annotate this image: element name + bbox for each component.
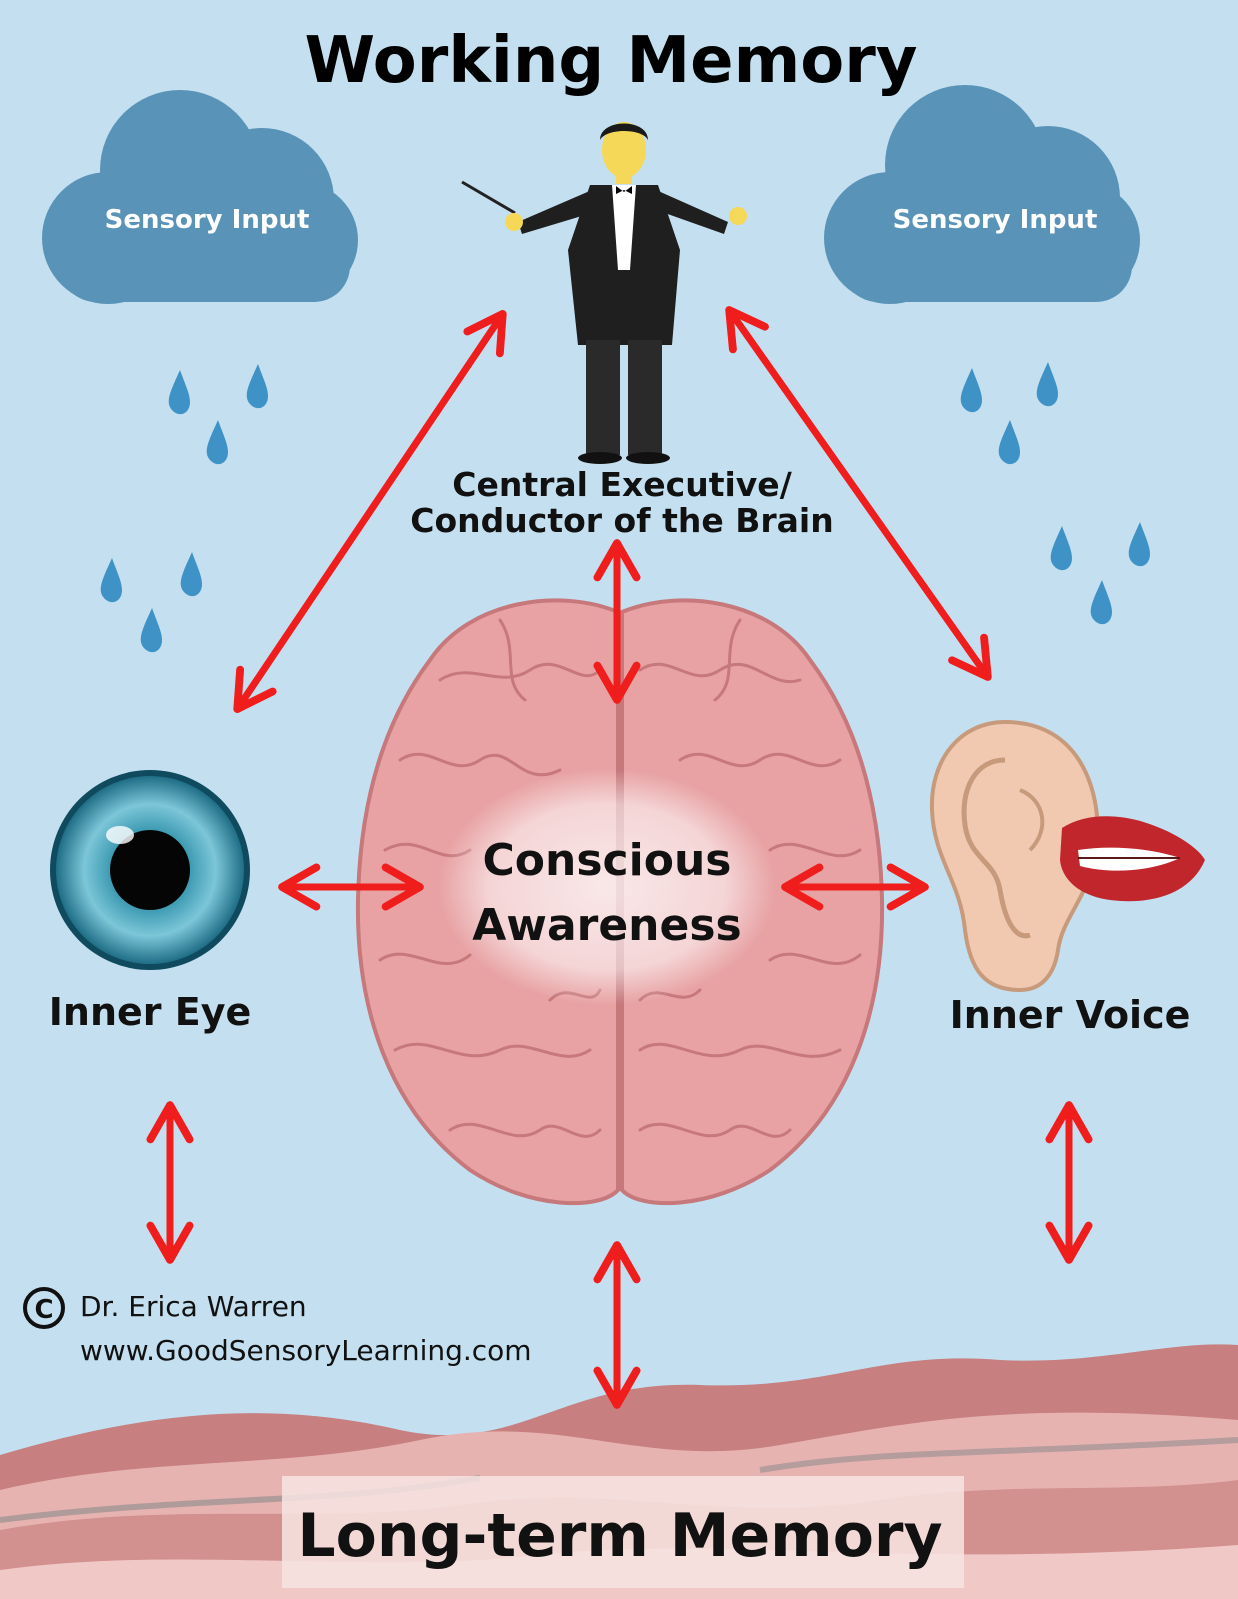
copyright-symbol: C	[34, 1295, 53, 1325]
sensory-input-left-label: Sensory Input	[105, 205, 310, 235]
conscious-awareness-line2: Awareness	[472, 900, 741, 951]
credit-url: www.GoodSensoryLearning.com	[80, 1334, 532, 1367]
central-executive-line1: Central Executive/	[452, 465, 792, 504]
awareness-glow	[439, 769, 775, 1005]
conscious-awareness-line1: Conscious	[483, 835, 732, 886]
inner-voice-label: Inner Voice	[950, 993, 1191, 1037]
credit-name: Dr. Erica Warren	[80, 1290, 307, 1323]
sensory-input-right-label: Sensory Input	[893, 205, 1098, 235]
eye-icon	[50, 770, 250, 970]
diagram-title: Working Memory	[304, 24, 917, 98]
inner-eye-label: Inner Eye	[49, 990, 252, 1034]
central-executive-line2: Conductor of the Brain	[410, 501, 833, 540]
long-term-memory-label: Long-term Memory	[297, 1501, 942, 1571]
